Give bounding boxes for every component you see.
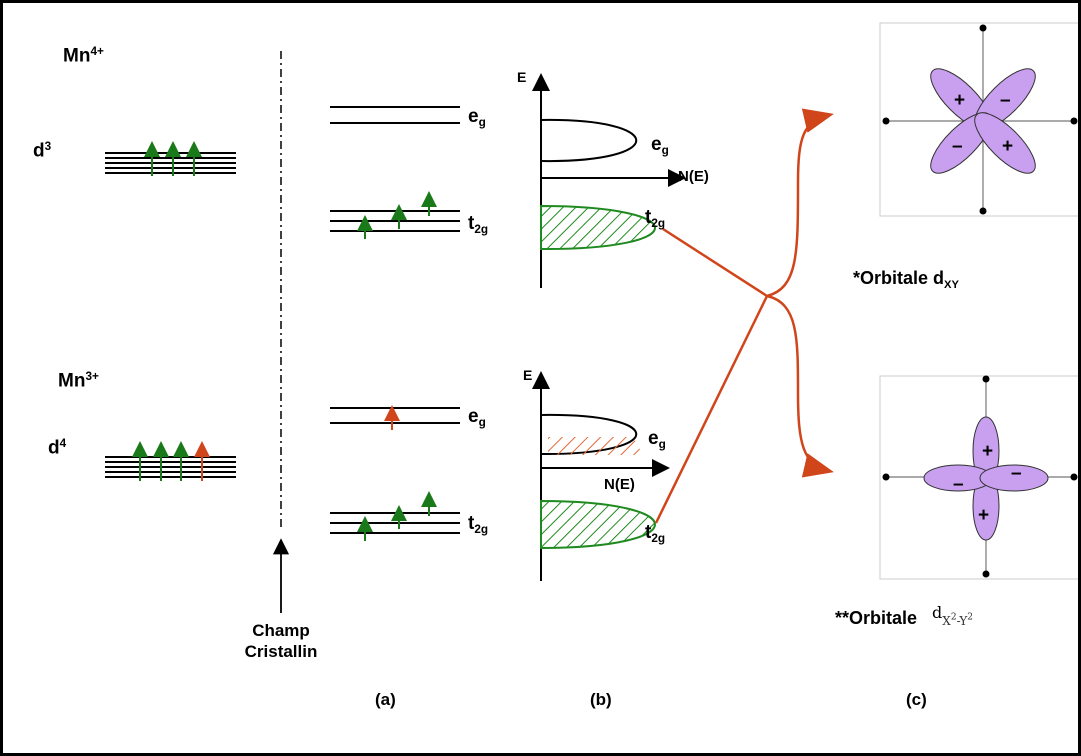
orbital-connector [654, 108, 834, 524]
dos-eg-label-top: eg [651, 134, 669, 158]
t2g-levels-top [330, 210, 460, 232]
orbital-dx2y2 [879, 375, 1078, 580]
dos-axis-label-bottom: N(E) [604, 476, 635, 493]
t2g-electrons-top [357, 191, 437, 239]
sign-dxy-ll: – [952, 136, 963, 157]
d3-electrons [144, 141, 202, 176]
energy-axis-label-top: E [517, 69, 527, 85]
eg-label-bottom: eg [468, 406, 486, 430]
orbital-dxy [879, 22, 1078, 217]
panel-label-b: (b) [590, 690, 612, 709]
diagram-canvas [105, 22, 1078, 613]
sign-dx2y2-top: + [982, 441, 994, 462]
sign-dxy-ul: + [954, 90, 966, 111]
t2g-electrons-bottom [357, 491, 437, 541]
config-d4-label: d4 [48, 437, 67, 459]
sign-dxy-ur: – [1000, 90, 1011, 111]
energy-axis-label-bottom: E [523, 367, 533, 383]
caption-dxy: *Orbitale dXY [853, 268, 959, 291]
caption-dx2y2: **Orbitale dX2-Y2 [835, 603, 973, 629]
dos-eg-label-bottom: eg [648, 428, 666, 452]
sign-dx2y2-left: – [953, 474, 964, 495]
t2g-levels-bottom [330, 512, 460, 534]
d4-degenerate-levels [105, 456, 236, 478]
sign-dx2y2-bottom: + [978, 505, 990, 526]
dos-top [532, 73, 686, 288]
dos-bottom [532, 371, 670, 581]
config-d3-label: d3 [33, 140, 52, 162]
eg-levels-top [330, 106, 460, 124]
panel-label-c: (c) [906, 690, 927, 709]
panel-label-a: (a) [375, 690, 396, 709]
eg-levels-bottom [330, 407, 460, 424]
d4-electrons [132, 441, 210, 481]
dos-t2g-label-bottom: t2g [645, 522, 666, 546]
dos-t2g-label-top: t2g [645, 207, 666, 231]
d3-degenerate-levels [105, 152, 236, 174]
t2g-label-top: t2g [468, 213, 489, 237]
ion-mn4-label: Mn4+ [63, 45, 104, 67]
sign-dx2y2-right: – [1011, 463, 1022, 484]
t2g-label-bottom: t2g [468, 513, 489, 537]
sign-dxy-lr: + [1002, 136, 1014, 157]
crystal-field-label: Champ Cristallin [244, 621, 318, 662]
dos-axis-label-top: N(E) [678, 168, 709, 185]
eg-label-top: eg [468, 106, 486, 130]
ion-mn3-label: Mn3+ [58, 370, 99, 392]
